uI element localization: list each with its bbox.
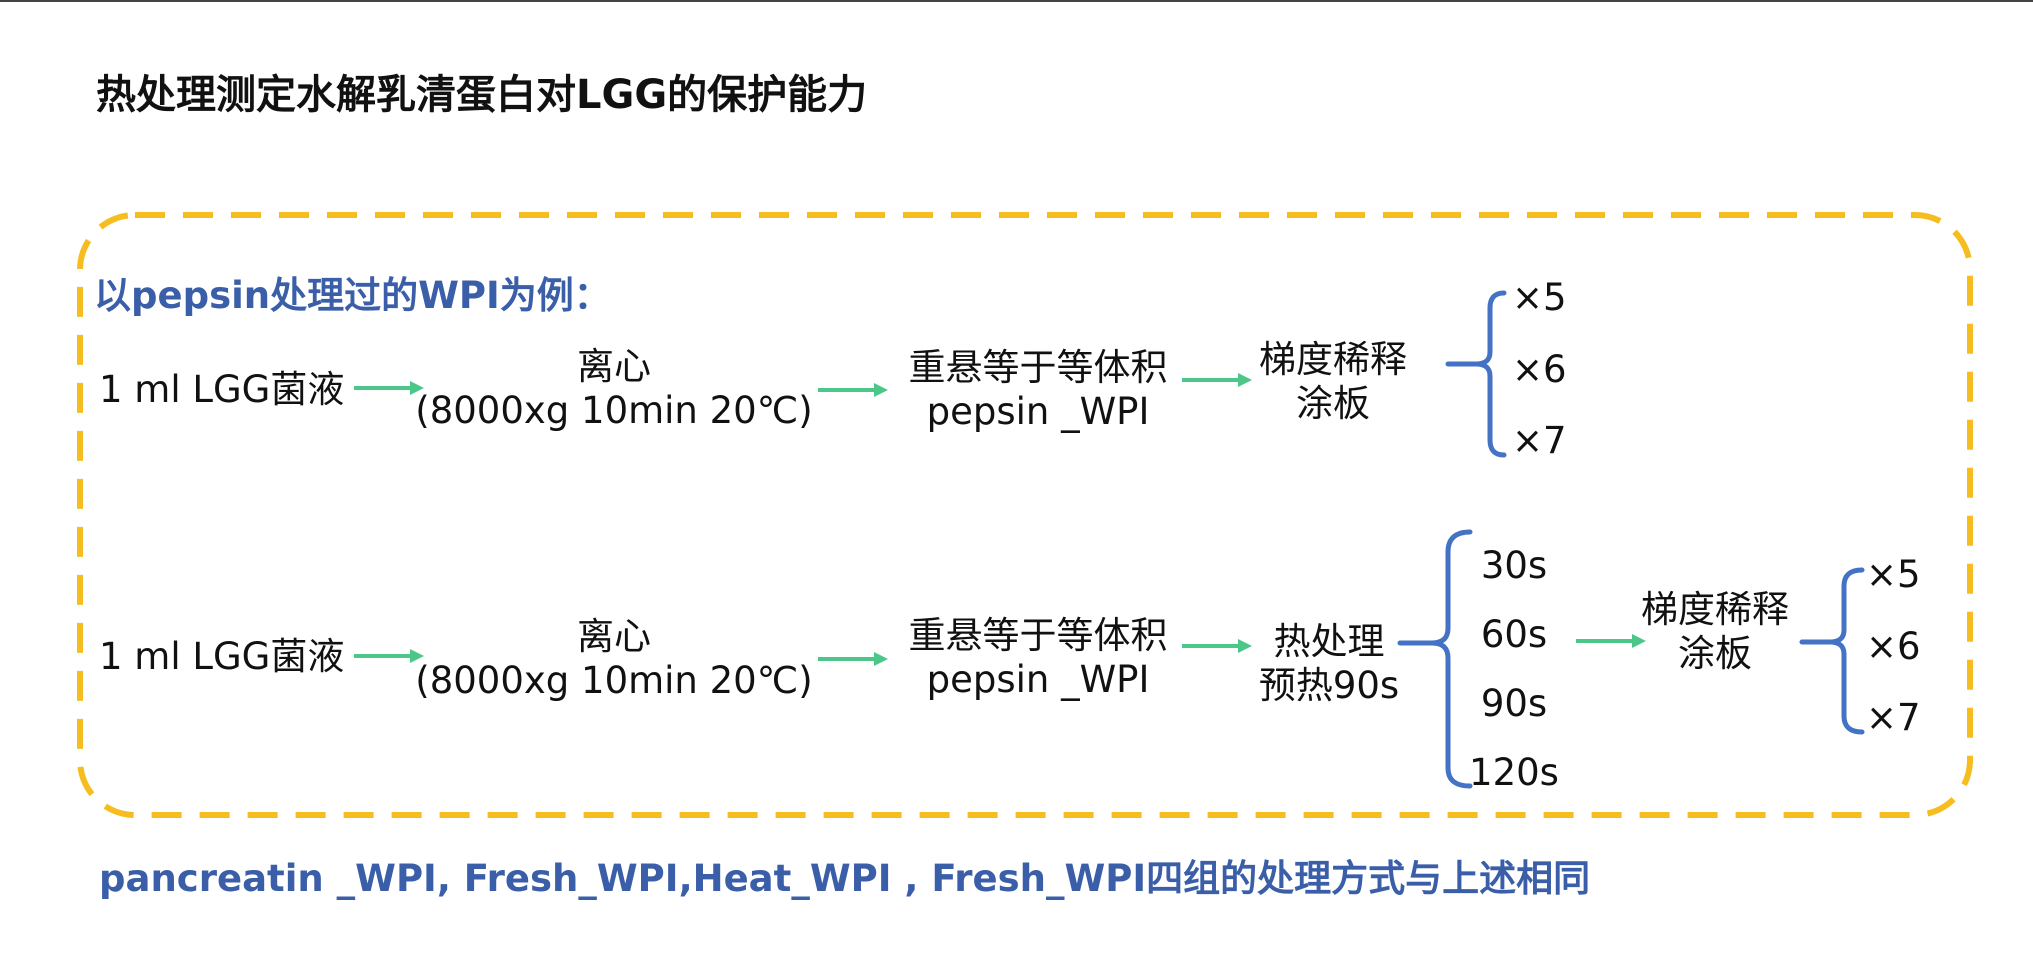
flow1-dilution-x6: ×6 (1512, 348, 1567, 391)
flow1-dilution-line1: 梯度稀释 (1259, 338, 1407, 381)
footer-note: pancreatin _WPI, Fresh_WPI,Heat_WPI , Fr… (99, 857, 1591, 900)
flow1-resuspend-line1: 重悬等于等体积 (908, 346, 1168, 389)
flow1-centrifuge-line2: (8000xg 10min 20℃) (415, 389, 813, 432)
flow1-arrow-1 (354, 381, 424, 395)
flow2-centrifuge-line2: (8000xg 10min 20℃) (415, 659, 813, 702)
flow2-time-90s: 90s (1480, 682, 1548, 725)
flow1-resuspend-label: 重悬等于等体积 pepsin _WPI (909, 346, 1168, 434)
page-title: 热处理测定水解乳清蛋白对LGG的保护能力 (96, 72, 868, 118)
flow2-dilution-label: 梯度稀释 涂板 (1641, 588, 1789, 676)
flow2-time-60s: 60s (1480, 613, 1548, 656)
flow2-resuspend-line2: pepsin _WPI (926, 658, 1150, 701)
flow2-dilution-line1: 梯度稀释 (1641, 588, 1789, 631)
flow2-dilution-x5: ×5 (1866, 553, 1921, 596)
flow2-time-30s: 30s (1480, 544, 1548, 587)
flow2-arrow-3 (1182, 639, 1252, 653)
flow2-time-120s: 120s (1469, 751, 1559, 794)
flow2-dilution-line2: 涂板 (1678, 632, 1752, 675)
flow2-dilution-brace (1799, 567, 1865, 735)
flow1-dilution-brace (1445, 290, 1507, 458)
section-label: 以pepsin处理过的WPI为例： (94, 274, 611, 317)
top-border-line (0, 0, 2033, 2)
flow2-resuspend-line1: 重悬等于等体积 (908, 614, 1168, 657)
flow2-centrifuge-line1: 离心 (577, 615, 651, 658)
flow1-centrifuge-label: 离心 (8000xg 10min 20℃) (415, 345, 812, 433)
flow2-resuspend-label: 重悬等于等体积 pepsin _WPI (909, 614, 1168, 702)
flow2-centrifuge-label: 离心 (8000xg 10min 20℃) (415, 615, 812, 703)
flow1-sample-label: 1 ml LGG菌液 (99, 368, 345, 411)
flow1-arrow-2 (818, 383, 888, 397)
flow1-dilution-line2: 涂板 (1296, 382, 1370, 425)
flow2-heat-label: 热处理 预热90s (1259, 620, 1399, 708)
flow1-centrifuge-line1: 离心 (577, 345, 651, 388)
flow2-sample-label: 1 ml LGG菌液 (99, 635, 345, 678)
flow2-time-brace (1397, 529, 1473, 789)
dashed-group-border (77, 212, 1973, 818)
flow1-arrow-3 (1182, 373, 1252, 387)
flow2-dilution-x7: ×7 (1866, 696, 1921, 739)
flow2-arrow-2 (818, 652, 888, 666)
flow1-resuspend-line2: pepsin _WPI (926, 390, 1150, 433)
flow2-arrow-1 (354, 649, 424, 663)
flow2-heat-line1: 热处理 (1273, 620, 1385, 663)
flow2-dilution-x6: ×6 (1866, 625, 1921, 668)
flow2-heat-line2: 预热90s (1258, 664, 1400, 707)
flow2-arrow-4 (1576, 634, 1646, 648)
flow1-dilution-x5: ×5 (1512, 276, 1567, 319)
flow1-dilution-x7: ×7 (1512, 419, 1567, 462)
flow1-dilution-label: 梯度稀释 涂板 (1259, 338, 1407, 426)
